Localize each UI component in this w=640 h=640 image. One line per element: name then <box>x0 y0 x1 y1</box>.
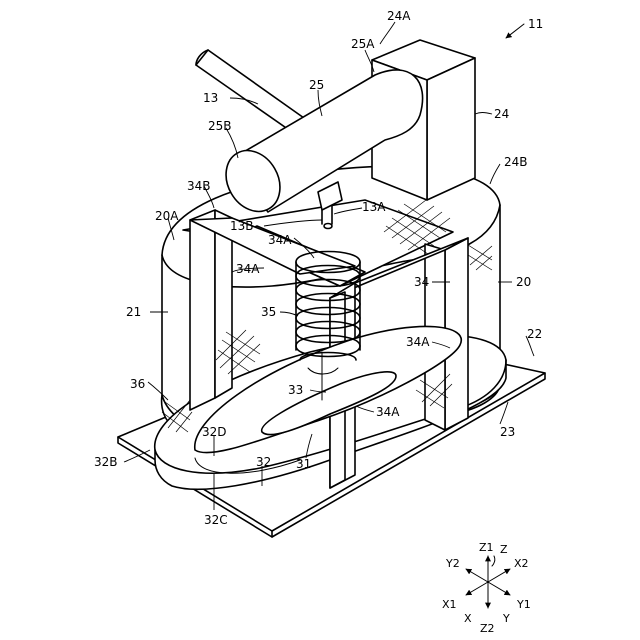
axis-Z: Z <box>500 543 508 556</box>
label-34A: 34A <box>406 335 430 349</box>
label-33: 33 <box>288 383 303 397</box>
label-20: 20 <box>516 275 531 289</box>
label-23: 23 <box>500 425 515 439</box>
figure-number: 11 <box>528 17 543 31</box>
label-13: 13 <box>203 91 218 105</box>
label-25: 25 <box>309 78 324 92</box>
label-21: 21 <box>126 305 141 319</box>
label-13A: 13A <box>362 200 386 214</box>
label-32C: 32C <box>204 513 228 527</box>
axis-Z1: Z1 <box>479 541 494 554</box>
label-34A: 34A <box>236 262 260 276</box>
axis-Z2: Z2 <box>480 622 495 635</box>
label-34A: 34A <box>268 233 292 247</box>
label-34B: 34B <box>187 179 211 193</box>
label-25B: 25B <box>208 119 232 133</box>
label-13B: 13B <box>230 219 254 233</box>
axis-Y2: Y2 <box>445 557 460 570</box>
axis-Y1: Y1 <box>516 598 531 611</box>
label-34: 34 <box>414 275 429 289</box>
label-32B: 32B <box>94 455 118 469</box>
axis-X2: X2 <box>514 557 529 570</box>
axis-X: X <box>464 612 472 625</box>
label-35: 35 <box>261 305 276 319</box>
axis-Y: Y <box>502 612 510 625</box>
label-24: 24 <box>494 107 509 121</box>
label-32D: 32D <box>202 425 227 439</box>
figure-arrow <box>506 24 524 38</box>
label-20A: 20A <box>155 209 179 223</box>
label-22: 22 <box>527 327 542 341</box>
label-36: 36 <box>130 377 145 391</box>
label-32: 32 <box>256 455 271 469</box>
label-24B: 24B <box>504 155 528 169</box>
axis-indicator: Z1 Z Y2 X2 X1 Y1 X Y Z2 <box>442 541 531 635</box>
label-25A: 25A <box>351 37 375 51</box>
label-31: 31 <box>296 457 311 471</box>
label-34A: 34A <box>376 405 400 419</box>
label-24A: 24A <box>387 9 411 23</box>
axis-X1: X1 <box>442 598 457 611</box>
